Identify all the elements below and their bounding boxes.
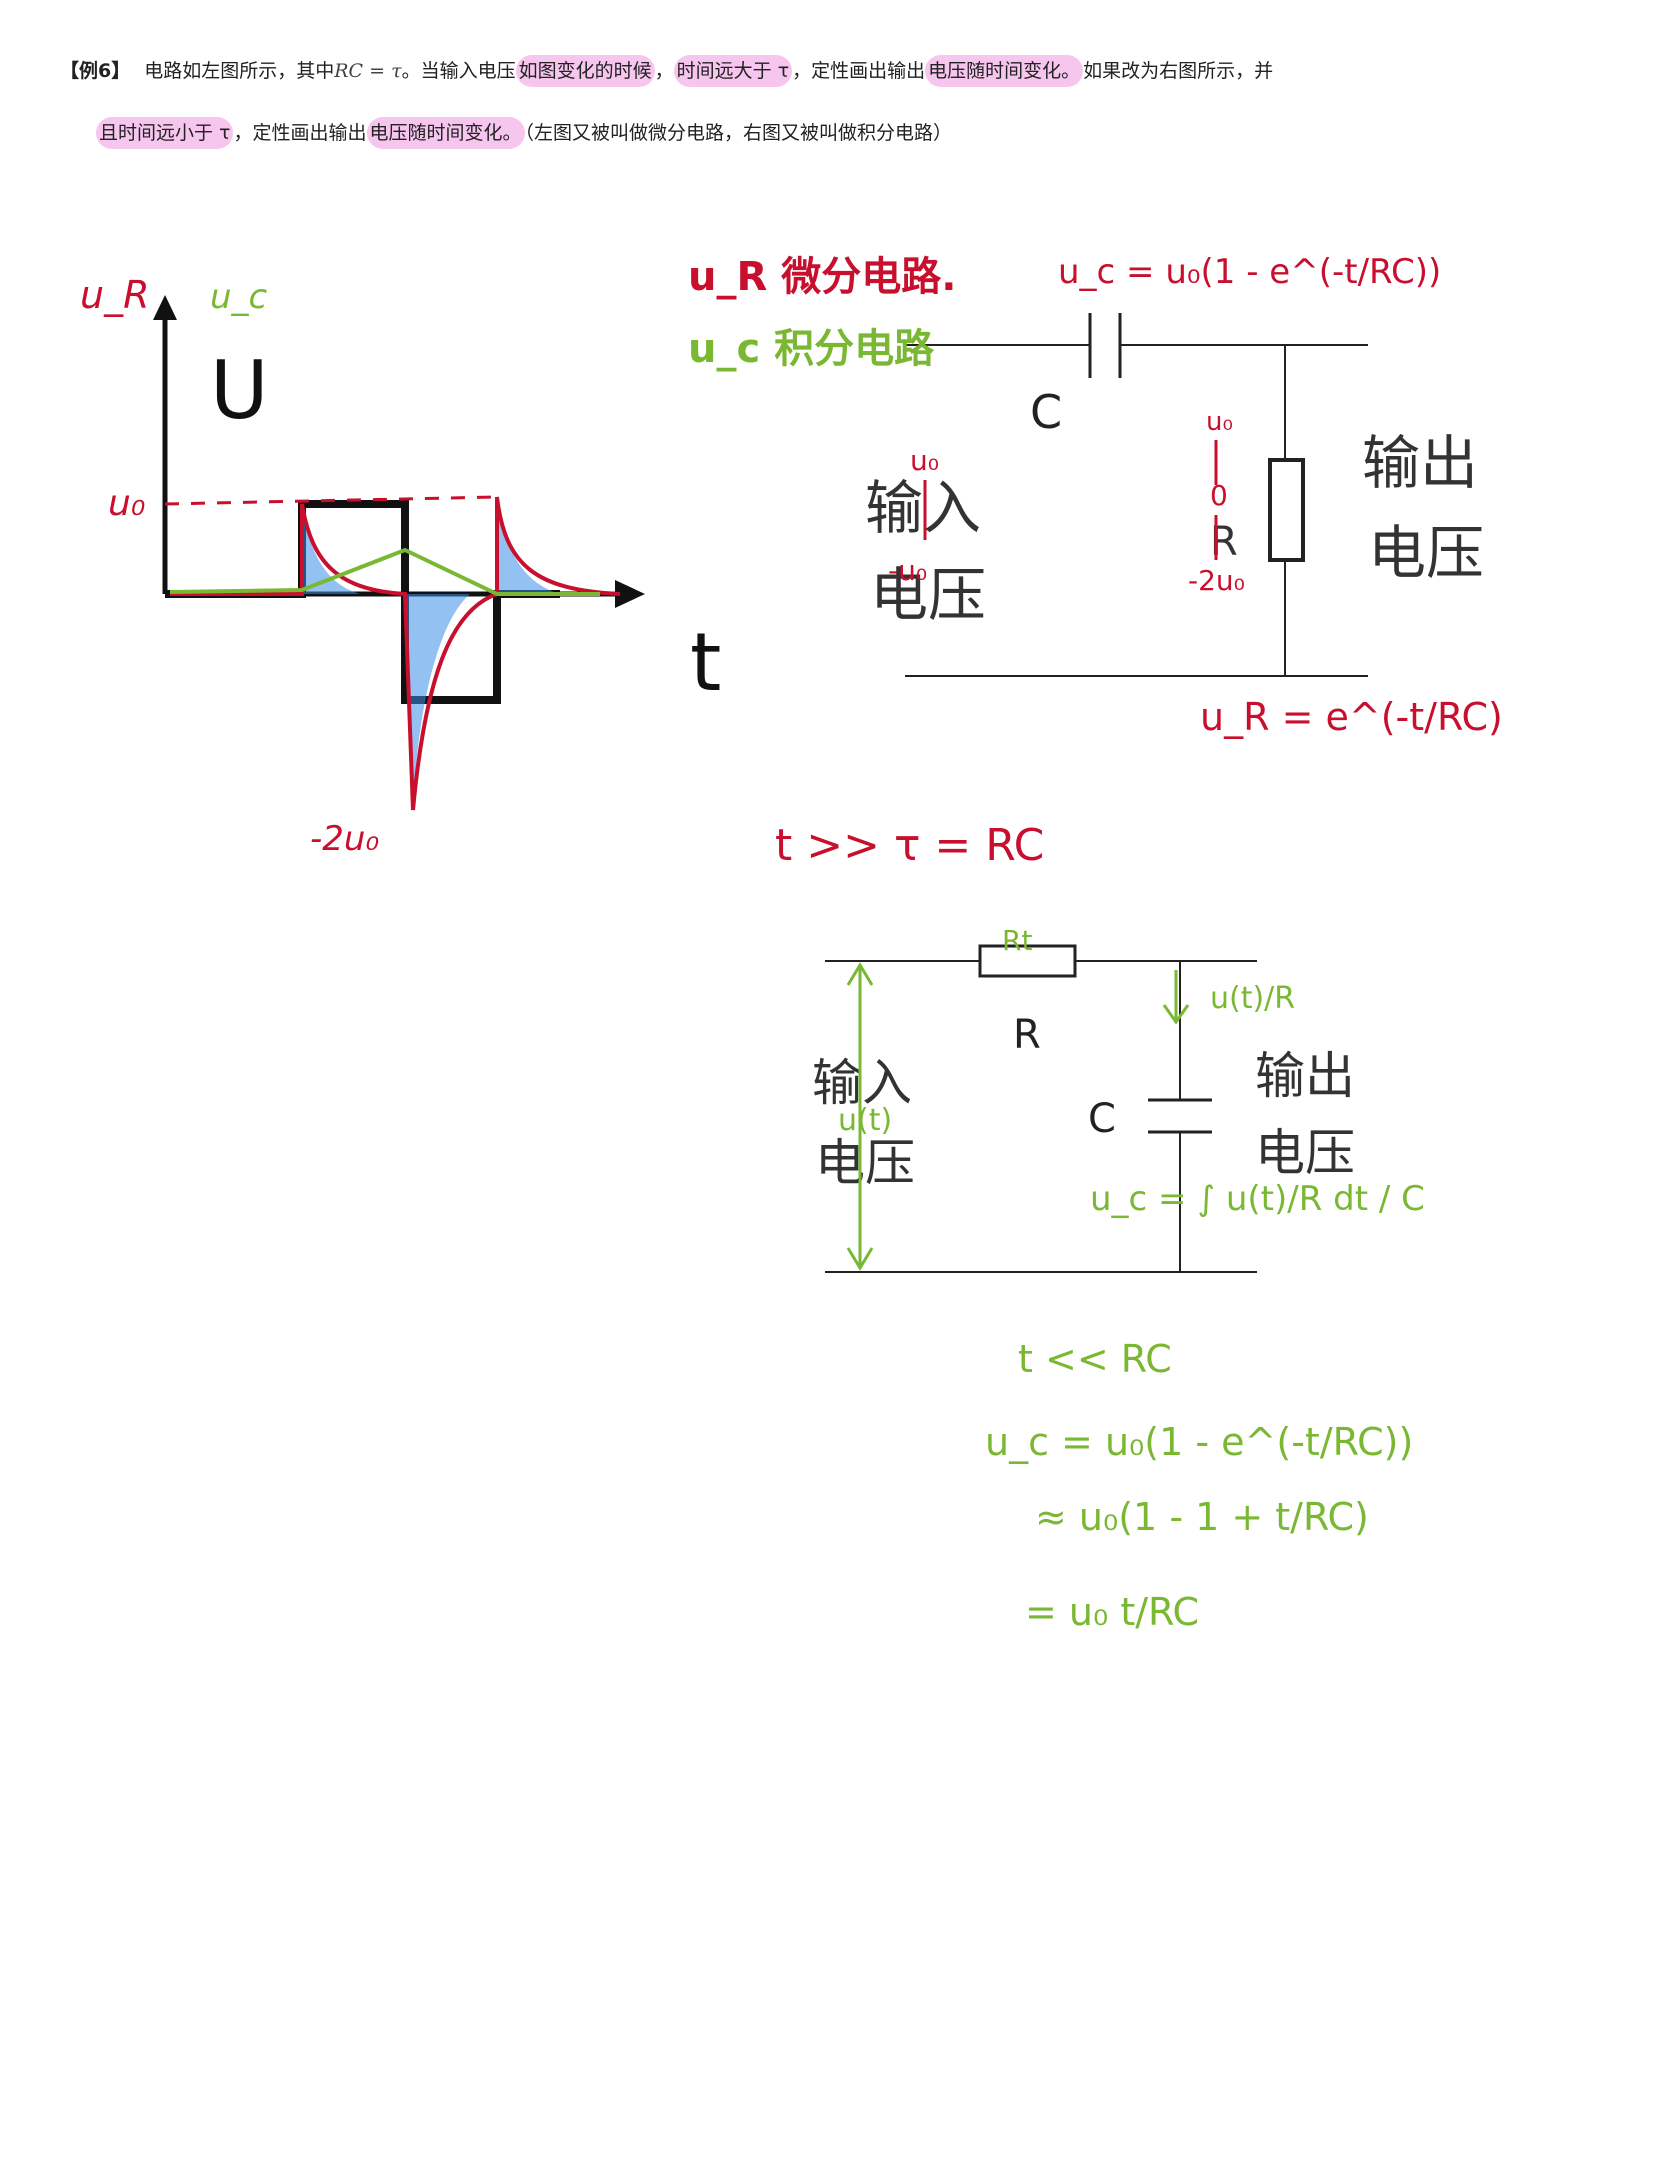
uc-output-curve [169,547,600,596]
problem-text: 。当输入电压 [401,60,516,82]
highlight: 时间远大于 τ [673,55,793,87]
u0-dashed-line [164,495,498,506]
input-voltage-label: 输入 [865,474,981,542]
circuit1-annotations: u_R 微分电路. u_c 积分电路 u_c = u₀(1 - e^(-t/RC… [688,252,1503,739]
derivation: t << RC u_c = u₀(1 - e^(-t/RC)) ≈ u₀(1 -… [985,1337,1413,1634]
circuit2-annotations: u(t) Rt u(t)/R u_c = ∫ u(t)/R dt / C [838,924,1425,1271]
arrow-head [1162,1004,1190,1025]
problem-statement: 【例6】电路如左图所示，其中RC = τ。当输入电压如图变化的时候，时间远大于 … [60,40,1620,164]
output-voltage-label: 输出 [1255,1047,1355,1105]
resistor-label: R [1013,1012,1041,1058]
output-voltage-label: 电压 [1368,519,1484,587]
input-voltage-label: 输入 [812,1054,912,1112]
voltage-graph: U t u_R u_c u₀ -2u₀ [80,273,721,859]
problem-text: （左图又被叫做微分电路，右图又被叫做积分电路） [524,122,953,144]
problem-text: ， [654,60,674,82]
condition-t-gg-rc: t >> τ = RC [775,820,1044,871]
differentiator-circuit: C 输入 电压 输出 电压 R [865,313,1484,677]
y-axis-arrow [153,295,177,320]
uc-label: u_c [210,277,268,317]
neg-2u0-note: -2u₀ [1188,564,1245,597]
uc-integrator-note: u_c 积分电路 [688,326,935,372]
ur-differentiator-note: u_R 微分电路. [688,254,956,300]
neg-2u0-label: -2u₀ [310,819,379,859]
problem-text: 如果改为右图所示，并 [1083,60,1274,82]
problem-line-1: 【例6】电路如左图所示，其中RC = τ。当输入电压如图变化的时候，时间远大于 … [60,40,1620,102]
example-tag: 【例6】 [60,60,131,82]
resistor [1268,458,1305,562]
arrow-head [846,962,874,986]
highlight: 电压随时间变化。 [366,117,525,149]
integrator-circuit: R C 输入 电压 输出 电压 [812,944,1355,1273]
zero-note: 0 [1210,479,1228,512]
input-u0-note: u₀ [910,444,939,477]
problem-text: 电路如左图所示，其中 [144,60,335,82]
condition-t-ll-rc: t << RC [1018,1337,1172,1381]
derivation-line-1: u_c = u₀(1 - e^(-t/RC)) [985,1420,1413,1464]
highlight: 电压随时间变化。 [925,55,1084,87]
shaded-region [497,497,560,594]
output-voltage-label: 输出 [1362,429,1478,497]
rc-equation: RC = τ [334,60,402,82]
problem-line-2: 且时间远小于 τ，定性画出输出电压随时间变化。（左图又被叫做微分电路，右图又被叫… [60,102,1620,164]
u-axis-label: U [210,344,269,437]
capacitor-label: C [1030,385,1062,439]
capacitor-label: C [1088,1096,1116,1142]
ut-note: u(t) [838,1103,892,1138]
input-neg-u0-note: -u₀ [888,554,927,587]
ur-output-curve [170,496,621,811]
u0-label: u₀ [108,483,145,524]
derivation-line-2: ≈ u₀(1 - 1 + t/RC) [1035,1495,1369,1539]
input-voltage-label: 电压 [815,1134,915,1192]
shaded-region [302,504,360,594]
derivation-line-3: = u₀ t/RC [1025,1590,1199,1634]
input-voltage-label: 电压 [870,561,986,629]
problem-text: ，定性画出输出 [792,60,926,82]
x-axis-arrow [615,580,645,608]
t-axis-label: t [690,616,721,709]
uo-note: u₀ [1206,407,1233,437]
highlight: 如图变化的时候 [515,55,655,87]
output-voltage-label: 电压 [1255,1124,1355,1182]
ur-label: u_R [80,273,150,317]
ur-formula: u_R = e^(-t/RC) [1200,695,1503,739]
uc-formula: u_c = u₀(1 - e^(-t/RC)) [1058,252,1441,292]
problem-text: ，定性画出输出 [233,122,367,144]
highlight: 且时间远小于 τ [96,117,234,149]
current-note: u(t)/R [1210,981,1295,1016]
uc-integral: u_c = ∫ u(t)/R dt / C [1090,1179,1425,1219]
shaded-region [405,594,470,810]
rt-note: Rt [1002,924,1032,957]
arrow-head [846,1247,874,1271]
resistor-label: R [1210,519,1238,565]
